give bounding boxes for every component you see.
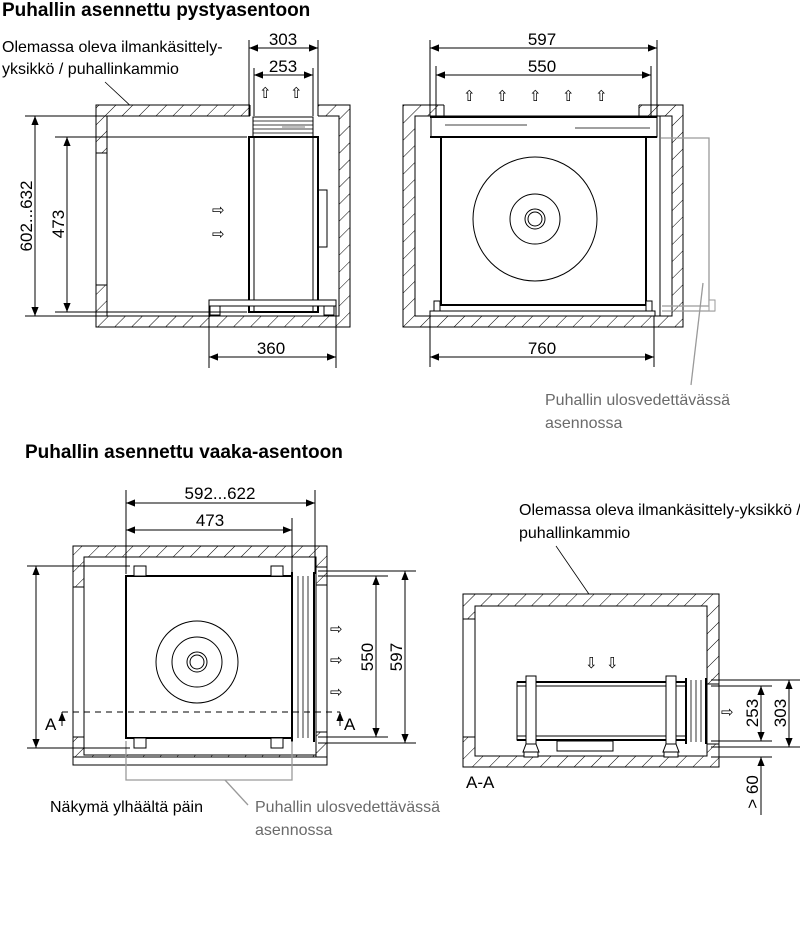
dim-label-360: 360	[257, 339, 285, 358]
fan-hub	[524, 208, 546, 230]
airflow-right-icon: ⇨	[330, 620, 343, 638]
dim-label-253: 253	[743, 699, 762, 727]
pullout-label-line2: asennossa	[545, 415, 622, 432]
airflow-up-icon: ⇧	[463, 87, 476, 105]
airflow-right-icon: ⇨	[212, 225, 225, 243]
pullout-label-line2: asennossa	[255, 822, 332, 839]
motor-box	[556, 740, 614, 752]
side-opening	[95, 152, 108, 286]
pullout-outline	[125, 741, 293, 781]
airflow-up-icon: ⇧	[529, 87, 542, 105]
top-opening	[250, 104, 318, 117]
existing-unit-label-line1: Olemassa oleva ilmankäsittely-yksikkö /	[519, 502, 800, 519]
mounting-strap	[665, 675, 677, 745]
flex-connector	[430, 115, 658, 138]
existing-unit-label-line2: yksikkö / puhallinkammio	[2, 61, 179, 78]
leader-line	[555, 545, 594, 601]
airflow-up-icon: ⇧	[496, 87, 509, 105]
dim-label-597: 597	[528, 30, 556, 49]
fan-inlet-inner	[171, 636, 223, 688]
dim-label-303: 303	[269, 30, 297, 49]
dim-label-clearance: > 60	[743, 775, 762, 809]
fan-hub	[186, 651, 208, 673]
dim-label-602-632: 602...632	[17, 181, 36, 252]
pullout-label-line1: Puhallin ulosvedettävässä	[255, 799, 440, 816]
fan-body	[516, 681, 687, 741]
dim-label-597: 597	[387, 643, 406, 671]
side-opening	[72, 586, 85, 738]
airflow-up-icon: ⇧	[290, 84, 303, 102]
airflow-down-icon: ⇩	[606, 654, 619, 672]
dim-label-253: 253	[269, 57, 297, 76]
dim-label-473: 473	[49, 210, 68, 238]
motor-box	[317, 189, 328, 248]
airflow-right-icon: ⇨	[212, 201, 225, 219]
airflow-up-icon: ⇧	[595, 87, 608, 105]
dim-label-473: 473	[196, 511, 224, 530]
side-view-vertical: Olemassa oleva ilmankäsittely- yksikkö /…	[2, 30, 351, 368]
top-view-horizontal: A A Puhallin ulosvedettävässä asennossa …	[27, 484, 440, 839]
dim-label-550: 550	[358, 643, 377, 671]
section-marker-right: A	[344, 715, 356, 734]
pullout-leader	[690, 282, 704, 386]
section-label: A-A	[466, 773, 495, 792]
fan-body	[248, 136, 319, 313]
dim-label-760: 760	[528, 339, 556, 358]
fan-inlet-outer	[155, 620, 239, 704]
airflow-right-icon: ⇨	[721, 703, 734, 721]
mounting-strap	[525, 675, 537, 745]
airflow-right-icon: ⇨	[330, 683, 343, 701]
dim-label-592-622: 592...622	[185, 484, 256, 503]
outlet-opening	[706, 683, 720, 745]
airflow-down-icon: ⇩	[585, 654, 598, 672]
section-title-horizontal: Puhallin asennettu vaaka-asentoon	[25, 442, 343, 463]
dim-label-303: 303	[771, 699, 790, 727]
airflow-up-icon: ⇧	[562, 87, 575, 105]
dim-label-550: 550	[528, 57, 556, 76]
base-frame	[208, 299, 337, 307]
fan-inlet-inner	[509, 193, 561, 245]
pullout-leader	[224, 779, 249, 806]
existing-unit-label-line2: puhallinkammio	[519, 525, 630, 542]
view-label: Näkymä ylhäältä päin	[50, 799, 203, 816]
front-view-vertical: Puhallin ulosvedettävässä asennossa ⇧ ⇧ …	[402, 30, 730, 432]
airflow-right-icon: ⇨	[330, 651, 343, 669]
fan-inlet-outer	[472, 156, 598, 282]
side-opening	[462, 618, 476, 738]
pullout-label-line1: Puhallin ulosvedettävässä	[545, 392, 730, 409]
airflow-up-icon: ⇧	[259, 84, 272, 102]
section-view-aa: Olemassa oleva ilmankäsittely-yksikkö / …	[462, 502, 800, 815]
section-marker-left: A	[45, 715, 57, 734]
pullout-outline	[661, 137, 710, 305]
top-opening	[444, 104, 639, 117]
base-frame	[429, 310, 656, 317]
existing-unit-label-line1: Olemassa oleva ilmankäsittely-	[2, 39, 223, 56]
housing-wall	[402, 104, 684, 328]
section-title-vertical: Puhallin asennettu pystyasentoon	[2, 0, 310, 21]
fan-housing	[440, 136, 647, 306]
